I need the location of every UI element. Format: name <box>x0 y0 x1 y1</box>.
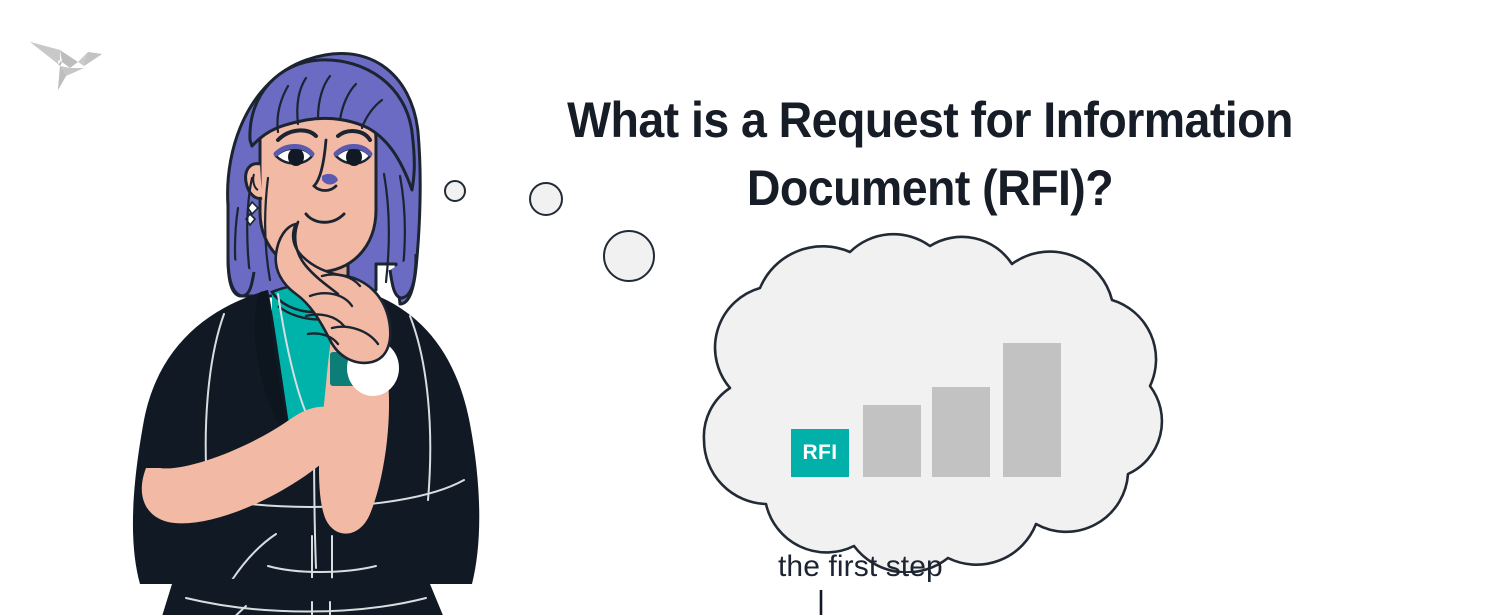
bar-three <box>932 387 990 477</box>
hair-bang-strands <box>276 74 384 134</box>
thinking-woman-figure <box>132 51 480 615</box>
nose-tip <box>322 173 338 185</box>
page-title: What is a Request for Information Docume… <box>484 86 1377 222</box>
lower-arm <box>141 406 347 524</box>
hair-bottom-right <box>388 253 418 300</box>
bar-rfi: RFI <box>791 429 849 477</box>
blazer-lapel-left <box>254 290 290 436</box>
mouth <box>304 212 346 224</box>
thinking-woman-illustration <box>100 28 500 615</box>
index-finger <box>293 220 340 296</box>
hair-bangs <box>248 58 416 192</box>
eyebrow-right <box>336 129 372 142</box>
bar-two <box>863 405 921 477</box>
eye-left <box>273 144 315 166</box>
thought-dot-medium <box>529 182 563 216</box>
ear-inner <box>252 173 259 191</box>
title-line-1: What is a Request for Information <box>567 91 1293 148</box>
down-arrow-icon <box>819 590 823 615</box>
eye-right <box>333 144 373 166</box>
thought-dot-large <box>603 230 655 282</box>
bar-four <box>1003 343 1061 477</box>
skirt-seams <box>185 597 427 615</box>
bubble-annotation-label: the first step <box>778 550 943 583</box>
origami-bird-logo[interactable] <box>26 24 110 96</box>
eyebrow-left <box>276 128 318 142</box>
origami-bird-icon <box>30 42 102 90</box>
skirt <box>162 578 443 615</box>
thought-dot-small <box>444 180 466 202</box>
thought-bubble-chart: the first step RFI <box>660 228 1205 615</box>
title-line-2: Document (RFI)? <box>746 159 1114 216</box>
wrist <box>330 325 380 346</box>
finger-creases <box>304 273 362 346</box>
nose <box>312 138 338 192</box>
hair-bottom-left <box>226 255 256 298</box>
